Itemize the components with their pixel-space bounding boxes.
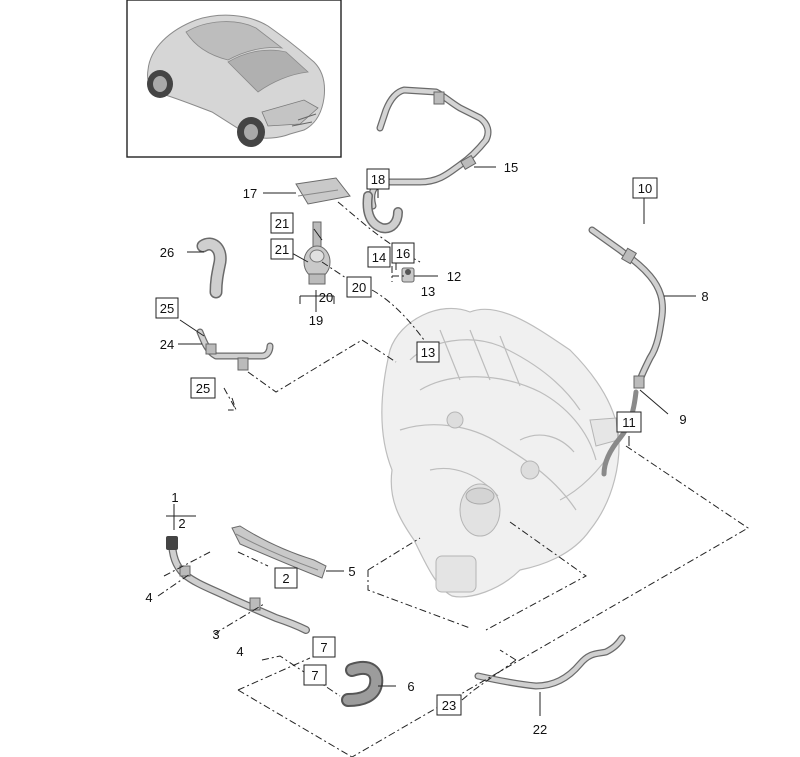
- label-19: 19: [309, 313, 323, 328]
- label-25-b: 25: [196, 381, 210, 396]
- part-8-pipe: [588, 226, 666, 389]
- part-1-pipe: [166, 536, 310, 634]
- label-4-b: 4: [236, 644, 243, 659]
- vehicle-inset: [126, 0, 342, 158]
- label-13-b: 13: [421, 345, 435, 360]
- label-13-a: 13: [421, 284, 435, 299]
- label-2: 2: [282, 571, 289, 586]
- label-20-a: 20: [319, 290, 333, 305]
- label-26: 26: [160, 245, 174, 260]
- label-5: 5: [348, 564, 355, 579]
- part-12-fitting: [401, 267, 415, 283]
- label-17: 17: [243, 186, 257, 201]
- label-20-b: 20: [352, 280, 366, 295]
- label-12: 12: [447, 269, 461, 284]
- label-4-a: 4: [145, 590, 152, 605]
- label-21-b: 21: [275, 242, 289, 257]
- leader-lines: [166, 166, 696, 716]
- engine-block: [381, 307, 620, 598]
- part-15-pipe: [368, 86, 492, 210]
- part-6-hose: [341, 660, 384, 707]
- label-1: 1: [171, 490, 178, 505]
- label-7-a: 7: [320, 640, 327, 655]
- label-15: 15: [504, 160, 518, 175]
- part-16-hose: [362, 191, 403, 234]
- label-2-small: 2: [178, 516, 185, 531]
- label-boxes: [155, 168, 658, 716]
- part-26-hose: [196, 237, 227, 299]
- label-21-a: 21: [275, 216, 289, 231]
- label-22: 22: [533, 722, 547, 737]
- label-9: 9: [679, 412, 686, 427]
- part-11-pipe: [601, 389, 639, 477]
- dash-dot-lines: [157, 201, 749, 757]
- label-6: 6: [407, 679, 414, 694]
- label-23: 23: [442, 698, 456, 713]
- label-7-b: 7: [311, 668, 318, 683]
- label-11: 11: [622, 415, 636, 430]
- label-24: 24: [160, 337, 174, 352]
- label-10: 10: [638, 181, 652, 196]
- part-22-pipe: [474, 634, 626, 690]
- label-18: 18: [371, 172, 385, 187]
- label-16: 16: [396, 246, 410, 261]
- part-19-housing: [303, 221, 331, 285]
- label-3: 3: [212, 627, 219, 642]
- vehicle-illustration: [147, 14, 325, 147]
- part-24-pipe: [196, 328, 274, 371]
- label-14: 14: [372, 250, 386, 265]
- label-8: 8: [701, 289, 708, 304]
- label-25-a: 25: [160, 301, 174, 316]
- part-5-shield: [231, 525, 327, 579]
- part-17-plate: [295, 177, 351, 205]
